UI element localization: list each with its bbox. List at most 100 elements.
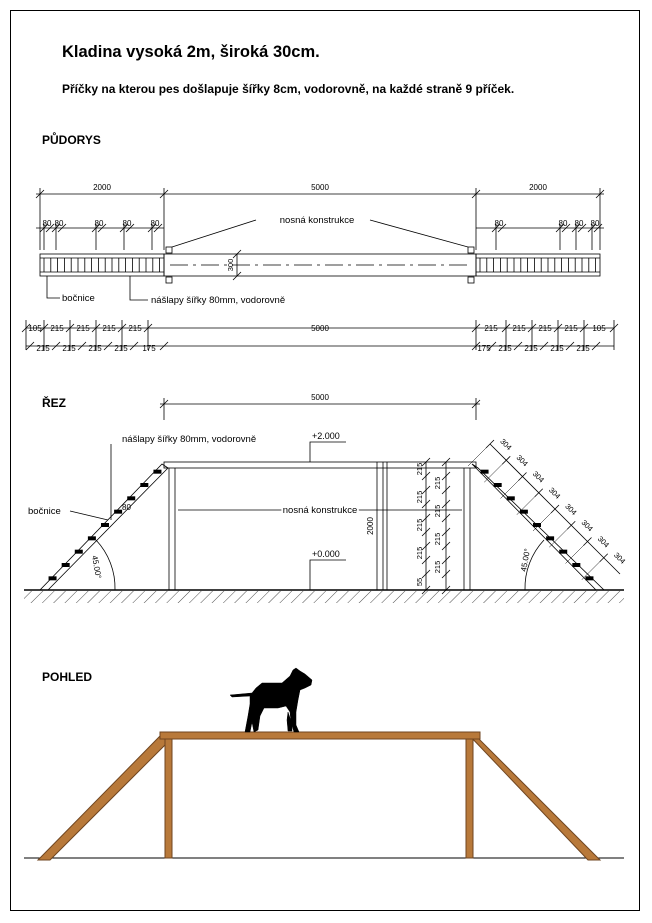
section-vert-tick	[441, 585, 451, 595]
section-step-right	[546, 536, 555, 541]
view-heading: POHLED	[42, 670, 93, 684]
section-vert-tick	[441, 485, 451, 495]
plan-bottom-dim: 215	[538, 324, 552, 333]
page-frame	[10, 10, 640, 911]
section-vert-tick	[421, 585, 431, 595]
section-vert-tick	[441, 513, 451, 523]
section-vert-tick	[421, 569, 431, 579]
section-vert-tick	[421, 527, 431, 537]
plan-dim-80: 80	[43, 219, 52, 228]
section-vert-tick	[441, 555, 451, 565]
plan-bottom-tick	[159, 341, 169, 351]
section-vert-dim: 215	[415, 547, 424, 560]
plan-bottom-dim: 215	[50, 324, 64, 333]
section-slope-ext	[500, 476, 523, 499]
section-level-top: +2.000	[312, 431, 340, 441]
section-slope-ext	[549, 525, 572, 548]
plan-bottom-dim: 175	[142, 344, 156, 353]
plan-dim-left: 2000	[93, 183, 111, 192]
section-steps-label: nášlapy šířky 80mm, vodorovně	[122, 434, 256, 445]
plan-dim-tick	[577, 223, 587, 233]
plan-bottom-tick	[539, 341, 549, 351]
section-slope-dim: 304	[563, 502, 578, 517]
plan-bottom-dim: 105	[28, 324, 42, 333]
section-vert-tick	[421, 471, 431, 481]
section-vert-tick	[441, 527, 451, 537]
section-angle-left: 45.00°	[90, 555, 103, 579]
plan-dim-tick	[57, 223, 67, 233]
dog-silhouette-icon	[229, 667, 313, 733]
plan-dim-80: 80	[575, 219, 584, 228]
section-slope-ext	[565, 541, 588, 564]
plan-dim-80: 80	[55, 219, 64, 228]
plan-bottom-dim: 215	[76, 324, 90, 333]
section-step-left	[74, 549, 83, 554]
section-dim-5000: 5000	[311, 393, 329, 402]
plan-side-label: bočnice	[62, 293, 95, 304]
section-dim-2000: 2000	[366, 517, 375, 535]
plan-dim-tick	[593, 223, 603, 233]
plan-bottom-dim: 215	[62, 344, 76, 353]
section-drawing	[24, 398, 624, 603]
plan-bottom-tick	[565, 341, 575, 351]
plan-bottom-dim: 215	[484, 324, 498, 333]
section-vert-dim: 215	[433, 477, 442, 490]
page-title: Kladina vysoká 2m, široká 30cm.	[62, 43, 320, 61]
section-vert-tick	[441, 457, 451, 467]
section-step-right	[559, 549, 568, 554]
section-vert-tick	[421, 499, 431, 509]
section-vert-tick	[441, 569, 451, 579]
section-step-left	[114, 509, 123, 514]
section-step-left	[101, 523, 109, 527]
plan-bottom-tick	[103, 341, 113, 351]
plan-bottom-tick	[51, 341, 61, 351]
section-vert-dim: 215	[415, 491, 424, 504]
section-step-left	[87, 536, 96, 541]
section-vert-dim: 215	[433, 561, 442, 574]
section-step-right	[519, 509, 528, 514]
section-slope-dim: 304	[596, 534, 611, 549]
section-slope-ext	[484, 460, 507, 483]
section-step-right	[480, 469, 489, 474]
plan-dim-middle: 5000	[311, 183, 329, 192]
section-structure-label: nosná konstrukce	[283, 505, 357, 516]
section-vert-dim: 215	[433, 533, 442, 546]
section-vert-tick	[441, 499, 451, 509]
section-vert-tick	[421, 485, 431, 495]
plan-bottom-dim: 215	[128, 324, 142, 333]
plan-dim-80: 80	[151, 219, 160, 228]
plan-bottom-tick	[513, 341, 523, 351]
plan-bottom-dim: 215	[512, 324, 526, 333]
section-step-left	[61, 563, 70, 567]
plan-dim-right: 2000	[529, 183, 547, 192]
section-step-left	[127, 496, 136, 501]
plan-dim-80: 80	[123, 219, 132, 228]
section-slope-dim: 304	[580, 518, 595, 533]
section-dim-80: 80	[122, 503, 131, 512]
plan-structure-label: nosná konstrukce	[280, 215, 354, 226]
section-vert-dim: 215	[433, 505, 442, 518]
section-slope-dim: 304	[515, 453, 530, 468]
section-heading: ŘEZ	[42, 396, 66, 410]
plan-drawing	[21, 188, 619, 351]
plan-bottom-dim: 215	[498, 344, 512, 353]
section-vert-tick	[441, 541, 451, 551]
plan-dim-tick	[561, 223, 571, 233]
section-level-bottom: +0.000	[312, 549, 340, 559]
view-drawing	[24, 731, 624, 861]
section-step-right	[493, 483, 502, 487]
plan-bottom-dim: 215	[550, 344, 564, 353]
section-slope-dim: 304	[612, 551, 627, 566]
plan-bottom-dim: 215	[88, 344, 102, 353]
plan-heading: PŮDORYS	[42, 133, 101, 147]
plan-bottom-tick	[591, 341, 601, 351]
plan-bottom-dim: 215	[576, 344, 590, 353]
plan-bottom-dim: 175	[477, 344, 491, 353]
section-step-right	[585, 576, 594, 581]
plan-dim-80: 80	[591, 219, 600, 228]
plan-dim-80: 80	[559, 219, 568, 228]
plan-bottom-dim: 105	[592, 324, 606, 333]
section-slope-ext	[516, 492, 539, 515]
section-vert-tick	[421, 513, 431, 523]
